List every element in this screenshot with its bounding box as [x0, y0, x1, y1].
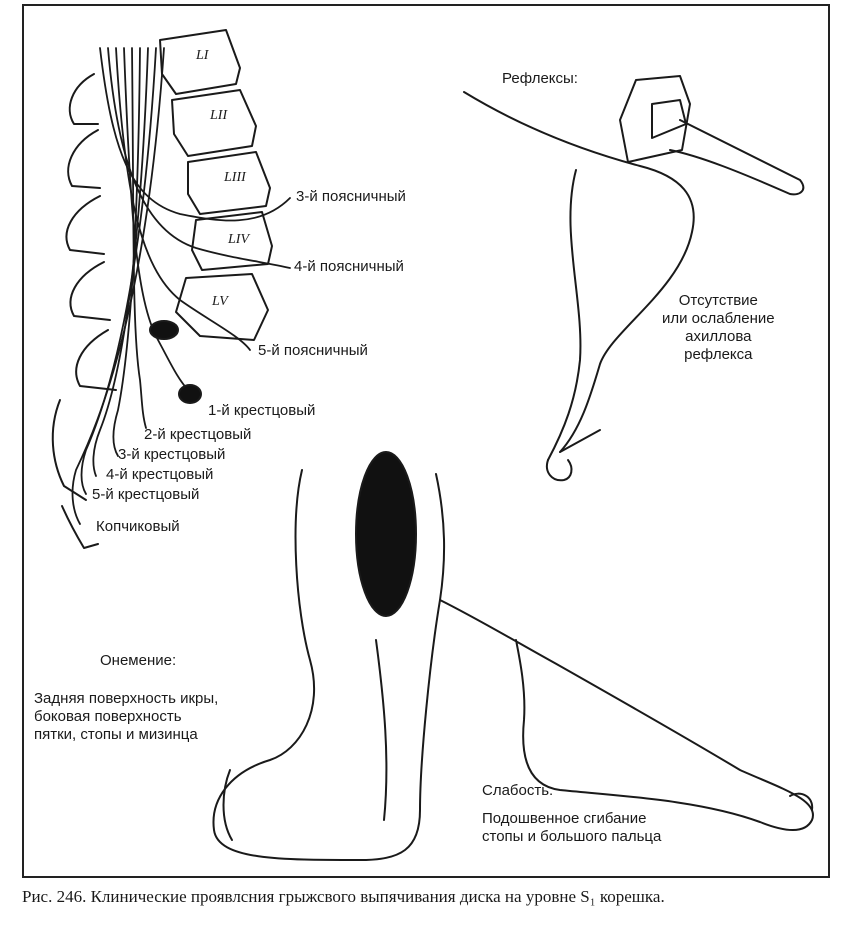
- nerve-label-l3: 3-й поясничный: [296, 188, 406, 205]
- nerve-label-coccygeal: Копчиковый: [96, 518, 180, 535]
- lower-leg: [212, 451, 446, 861]
- nerve-label-s2: 2-й крестцовый: [144, 426, 252, 443]
- herniation-s1: [178, 384, 202, 404]
- nerve-label-s5: 5-й крестцовый: [92, 486, 200, 503]
- reflexes-heading: Рефлексы:: [502, 70, 578, 87]
- nerve-label-l4: 4-й поясничный: [294, 258, 404, 275]
- herniation-l5: [149, 320, 179, 340]
- posterior-elements: [51, 73, 117, 549]
- vertebra-label-l4: LIV: [228, 232, 249, 247]
- lower-foot: [439, 599, 815, 832]
- weakness-text: Подошвенное сгибание стопы и большого па…: [482, 810, 662, 845]
- vertebra-label-l3: LIII: [224, 170, 246, 185]
- upper-foot: [463, 75, 805, 482]
- reflexes-text: Отсутствие или ослабление ахиллова рефле…: [662, 292, 775, 363]
- figure-caption: Рис. 246. Клинические проявлсния грыжсво…: [22, 887, 665, 906]
- vertebra-l3: [187, 151, 271, 215]
- nerve-roots: [71, 47, 291, 525]
- nerve-label-s4: 4-й крестцовый: [106, 466, 214, 483]
- numbness-text: Задняя поверхность икры, боковая поверхн…: [34, 690, 219, 743]
- weakness-heading: Слабость:: [482, 782, 554, 799]
- vertebra-l2: [171, 89, 257, 157]
- figure-frame: [22, 4, 830, 878]
- numbness-area: [355, 451, 417, 617]
- vertebra-label-l1: LI: [196, 48, 209, 63]
- nerve-label-l5: 5-й поясничный: [258, 342, 368, 359]
- numbness-heading: Онемение:: [100, 652, 177, 669]
- nerve-label-s3: 3-й крестцовый: [118, 446, 226, 463]
- vertebra-label-l5: LV: [212, 294, 228, 309]
- nerve-label-s1: 1-й крестцовый: [208, 402, 316, 419]
- vertebra-label-l2: LII: [210, 108, 228, 123]
- vertebra-l5: [175, 273, 269, 341]
